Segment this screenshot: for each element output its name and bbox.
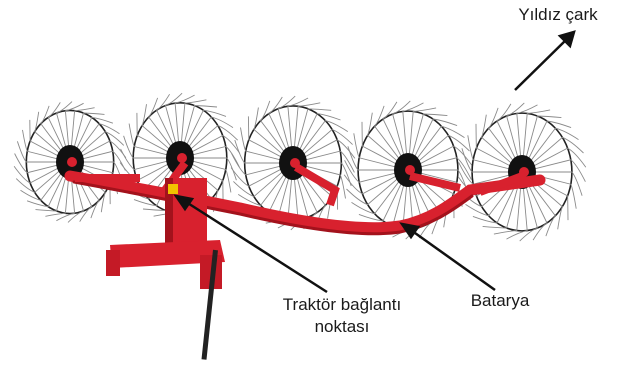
star-wheel-1 [14, 102, 126, 223]
star-wheel-4 [344, 101, 472, 239]
star-wheel-label: Yıldız çark [500, 4, 616, 26]
wheel-arm-3 [296, 167, 335, 205]
tractor-hitch-label-line1: Traktör bağlantı [262, 294, 422, 316]
warning-badge-icon [168, 184, 178, 194]
main-frame [70, 163, 540, 234]
wheel-tine [345, 160, 401, 182]
wheel-tine [48, 102, 66, 154]
wheel-tine [30, 120, 63, 158]
wheel-tine [17, 141, 62, 162]
wheel-hub-cap [67, 157, 77, 167]
star-wheel-pointer [515, 38, 568, 90]
battery-label: Batarya [450, 290, 550, 312]
tractor-hitch-label: Traktör bağlantı noktası [262, 294, 422, 338]
hitch-left-pin [106, 250, 120, 276]
tractor-hitch-label-line2: noktası [262, 316, 422, 338]
battery-pointer [408, 228, 495, 290]
